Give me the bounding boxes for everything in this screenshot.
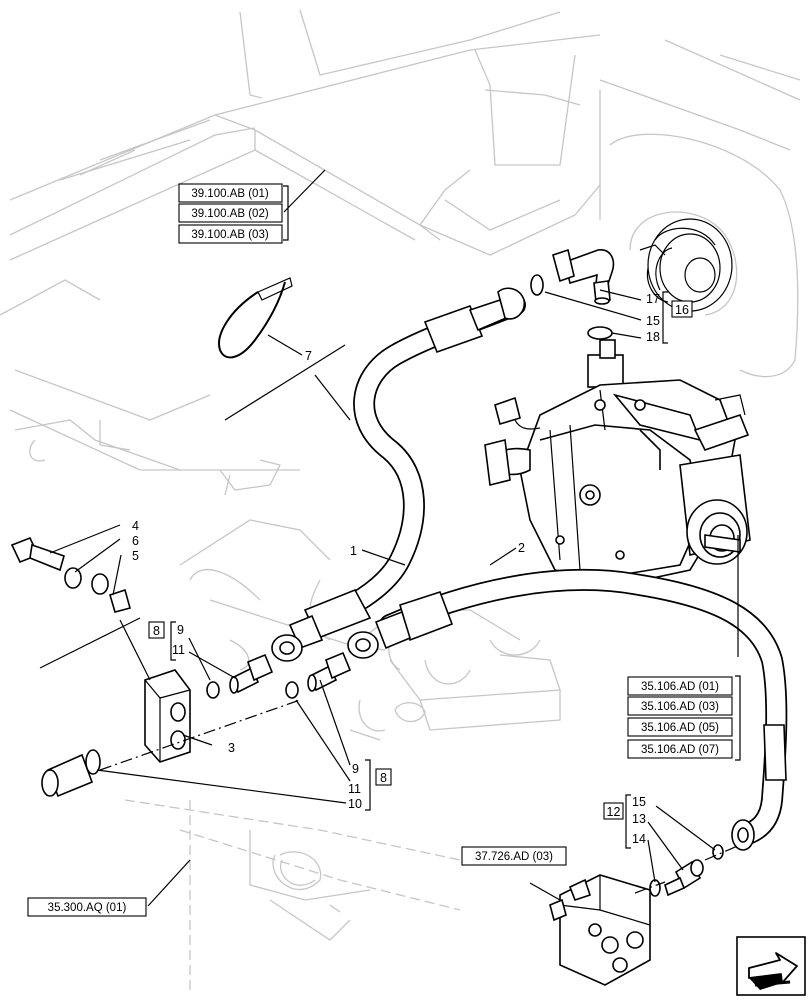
svg-text:16: 16 [675,303,689,317]
item-number-5: 5 [132,549,139,563]
svg-text:8: 8 [380,771,387,785]
svg-text:35.106.AD (01): 35.106.AD (01) [641,681,719,693]
kit-box-8-left[interactable]: 8 [148,621,165,639]
adapter-9-right [307,651,352,692]
item-number-3: 3 [228,741,235,755]
group-brackets [170,185,741,849]
svg-text:39.100.AB (03): 39.100.AB (03) [191,229,269,241]
item-number-1: 1 [350,544,357,558]
o-ring-11-left [206,681,220,699]
item-number-13: 13 [632,812,646,826]
item-number-9-left: 9 [177,623,184,637]
svg-text:35.106.AD (03): 35.106.AD (03) [641,701,719,713]
bolt-4 [10,536,65,572]
washer-6a [64,567,82,589]
kit-box-12[interactable]: 12 [603,802,624,820]
callout-ref-37-726-ad-03[interactable]: 37.726.AD (03) [461,846,567,866]
adapter-9-left [229,653,274,694]
item-number-2: 2 [518,541,525,555]
washer-6b [91,573,109,595]
o-ring-15-bottom [712,844,724,860]
hose-1 [271,287,526,662]
callout-ref-35-106-ad-03[interactable]: 35.106.AD (03) [627,696,733,716]
leader-lines [39,169,739,907]
item-number-17: 17 [646,292,660,306]
plug-10 [41,749,101,798]
callout-ref-39-100-ab-01[interactable]: 39.100.AB (01) [178,183,283,203]
svg-text:39.100.AB (01): 39.100.AB (01) [191,188,269,200]
item-number-9-right: 9 [352,762,359,776]
assembly-centerlines [99,699,741,894]
o-ring-18 [587,326,613,340]
adapter-13 [664,859,704,897]
item-number-18: 18 [646,330,660,344]
callout-ref-35-106-ad-07[interactable]: 35.106.AD (07) [627,739,733,759]
svg-text:35.106.AD (05): 35.106.AD (05) [641,722,719,734]
callout-ref-35-106-ad-05[interactable]: 35.106.AD (05) [627,717,733,737]
next-page-arrow-icon[interactable] [736,936,806,996]
item-number-11-left: 11 [172,643,185,657]
item-number-15-bottom: 15 [632,795,646,809]
kit-box-8-right[interactable]: 8 [375,768,392,786]
callout-ref-39-100-ab-03[interactable]: 39.100.AB (03) [178,224,283,244]
svg-text:8: 8 [153,624,160,638]
hydraulic-pump [484,339,751,586]
hose-2 [347,568,788,851]
valve-block [549,874,651,986]
callout-ref-39-100-ab-02[interactable]: 39.100.AB (02) [178,203,283,223]
elbow-fitting-17 [552,248,615,305]
svg-text:35.300.AQ (01): 35.300.AQ (01) [48,902,127,914]
o-ring-15-top [530,274,544,296]
bracket-3 [144,669,191,763]
item-numbers: 1 2 3 4 5 6 7 9 11 9 11 10 13 14 15 15 1… [132,292,660,846]
item-number-11-right: 11 [348,782,361,796]
item-number-7: 7 [305,349,312,363]
item-number-14: 14 [632,832,646,846]
item-number-15-top: 15 [646,314,660,328]
svg-text:35.106.AD (07): 35.106.AD (07) [641,744,719,756]
o-ring-14 [649,879,661,897]
o-ring-11-right [285,681,299,699]
item-number-10: 10 [348,797,362,811]
svg-text:37.726.AD (03): 37.726.AD (03) [475,851,553,863]
kit-box-16[interactable]: 16 [671,300,693,318]
callout-ref-35-300-aq-01[interactable]: 35.300.AQ (01) [27,897,147,917]
item-number-6: 6 [132,534,139,548]
svg-text:39.100.AB (02): 39.100.AB (02) [191,208,269,220]
item-number-4: 4 [132,519,139,533]
cable-tie-7 [218,277,293,359]
svg-text:12: 12 [607,805,621,819]
callout-ref-35-106-ad-01[interactable]: 35.106.AD (01) [627,676,733,696]
nut-5 [109,588,131,613]
